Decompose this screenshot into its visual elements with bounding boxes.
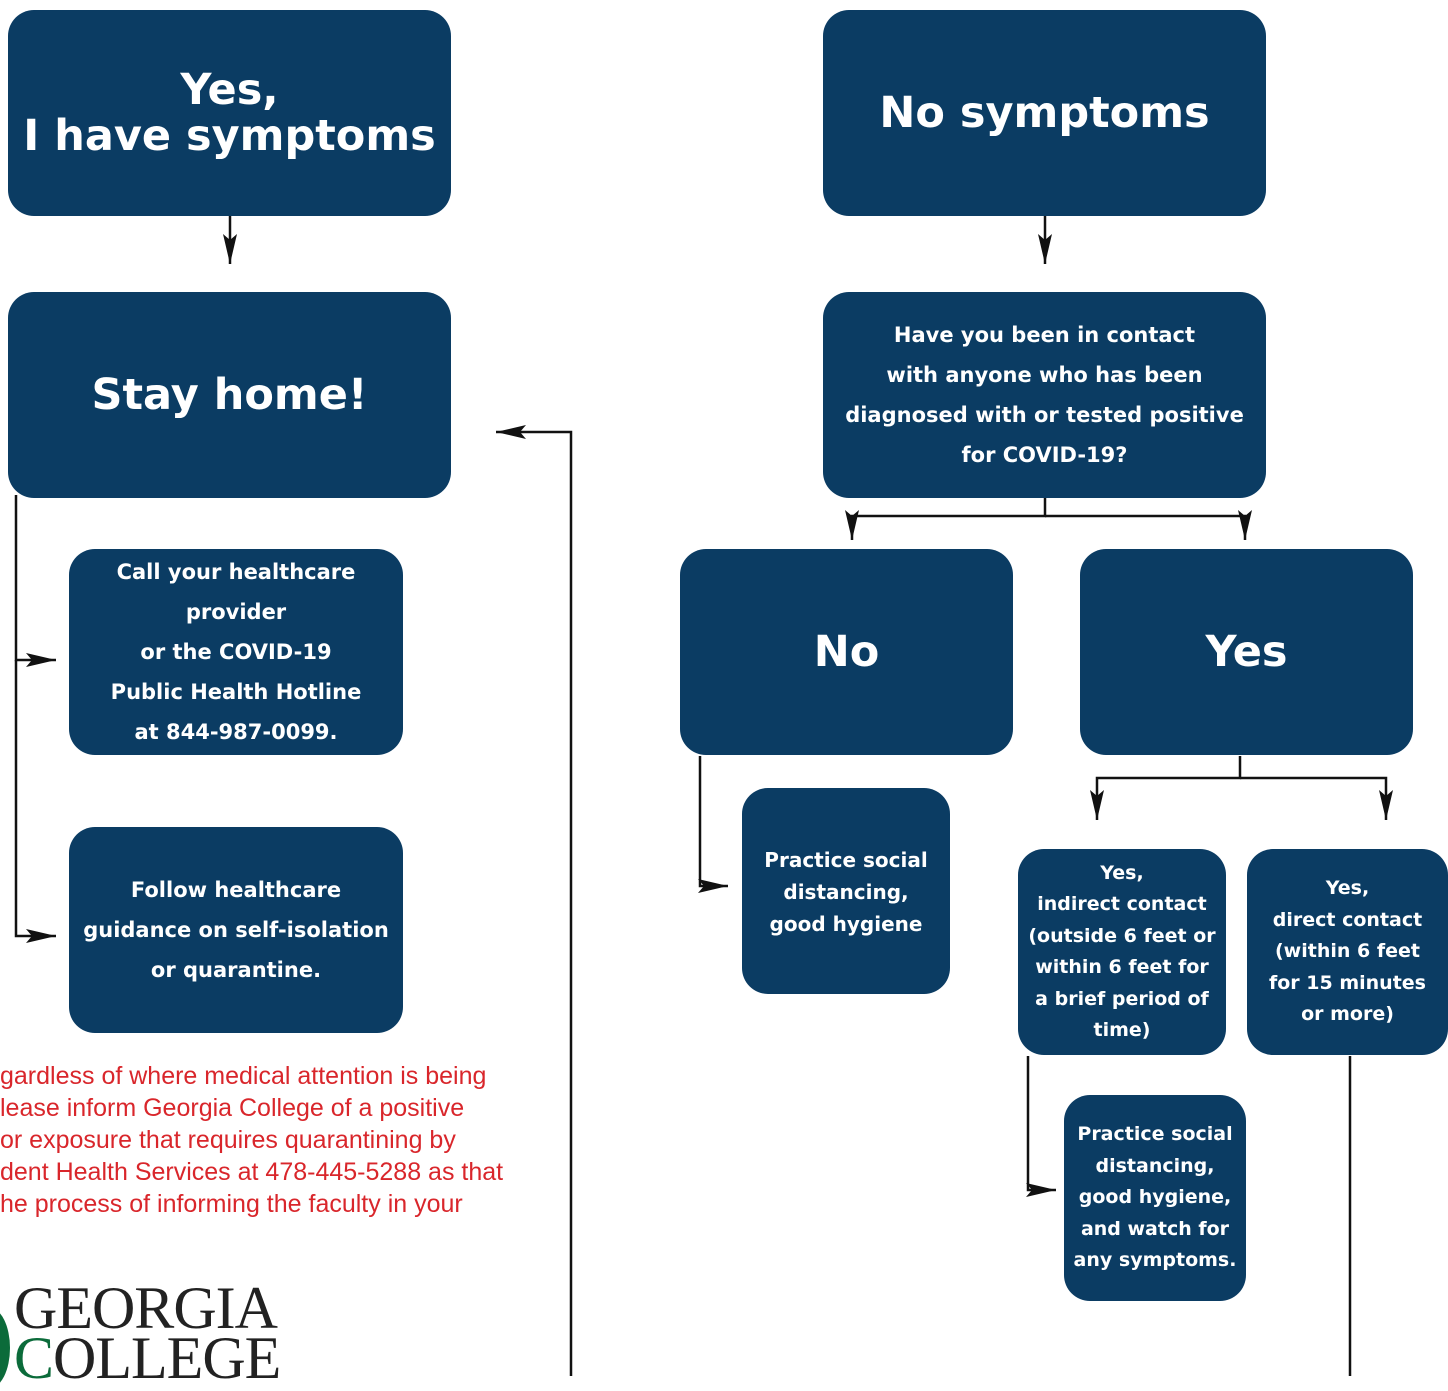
symptoms-box-label: Yes, I have symptoms — [23, 65, 436, 161]
follow-guidance-label: Follow healthcare guidance on self-isola… — [83, 878, 389, 982]
symptoms-box: Yes, I have symptoms — [8, 10, 451, 216]
logo-seal-icon — [0, 1308, 10, 1388]
no-label: No — [813, 627, 880, 677]
direct-contact-label: Yes, direct contact (within 6 feet for 1… — [1268, 877, 1426, 1026]
line-question-split-yes — [1045, 510, 1252, 540]
indirect-contact-box: Yes, indirect contact (outside 6 feet or… — [1018, 849, 1226, 1055]
logo-line-2: COLLEGE — [14, 1325, 281, 1391]
practice-distancing-box: Practice social distancing, good hygiene — [742, 788, 950, 994]
follow-guidance-box: Follow healthcare guidance on self-isola… — [69, 827, 403, 1033]
line-stay-home-to-follow — [14, 660, 56, 943]
watch-symptoms-box: Practice social distancing, good hygiene… — [1064, 1095, 1246, 1301]
direct-contact-box: Yes, direct contact (within 6 feet for 1… — [1247, 849, 1448, 1055]
call-provider-label: Call your healthcare provider or the COV… — [110, 560, 362, 744]
contact-question-box: Have you been in contact with anyone who… — [823, 292, 1266, 498]
watch-symptoms-label: Practice social distancing, good hygiene… — [1073, 1123, 1237, 1272]
no-symptoms-box: No symptoms — [823, 10, 1266, 216]
logo-rest: OLLEGE — [53, 1325, 281, 1391]
arrow-return-to-stay-home — [496, 425, 573, 1376]
line-question-split — [845, 498, 1047, 540]
no-symptoms-label: No symptoms — [879, 88, 1210, 138]
yes-box: Yes — [1080, 549, 1413, 755]
indirect-contact-label: Yes, indirect contact (outside 6 feet or… — [1028, 861, 1216, 1042]
no-box: No — [680, 549, 1013, 755]
stay-home-label: Stay home! — [91, 370, 368, 420]
georgia-college-logo: GEORGIA COLLEGE — [0, 1275, 300, 1388]
yes-label: Yes — [1205, 627, 1288, 677]
logo-line-1: GEORGIA — [14, 1275, 278, 1341]
call-provider-box: Call your healthcare provider or the COV… — [69, 549, 403, 755]
line-yes-split-direct — [1240, 776, 1393, 820]
logo-initial: C — [14, 1325, 54, 1391]
practice-distancing-label: Practice social distancing, good hygiene — [764, 848, 928, 936]
notice-text: gardless of where medical attention is b… — [0, 1062, 504, 1218]
line-indirect-to-watch — [1026, 1056, 1056, 1197]
line-yes-split-indirect — [1090, 756, 1242, 820]
stay-home-box: Stay home! — [8, 292, 451, 498]
line-stay-home-to-call — [14, 495, 56, 667]
contact-question-label: Have you been in contact with anyone who… — [845, 323, 1244, 467]
line-no-to-practice — [698, 756, 728, 893]
